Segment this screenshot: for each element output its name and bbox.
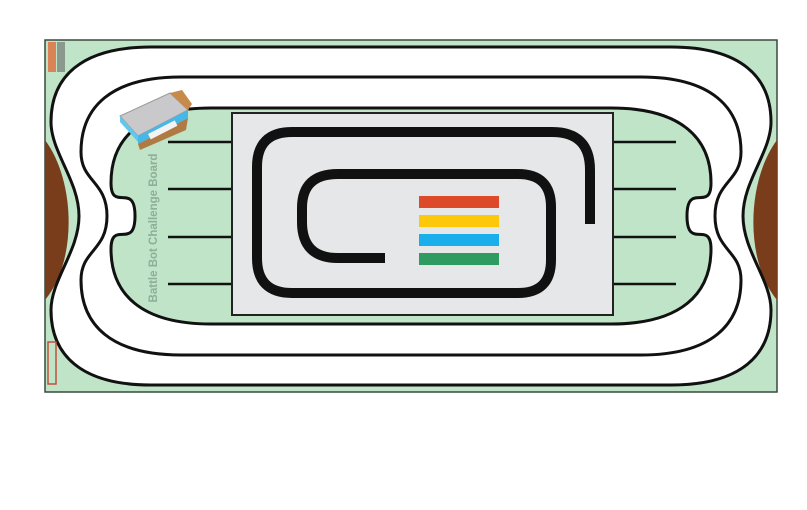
lane-markers bbox=[168, 140, 676, 286]
wood-edge-right bbox=[753, 140, 777, 300]
wood-edge-left bbox=[45, 140, 69, 300]
color-bar-yellow bbox=[419, 215, 499, 227]
logo-badge-icon bbox=[47, 341, 57, 385]
color-bar-red bbox=[419, 196, 499, 208]
center-line-track bbox=[252, 127, 595, 298]
color-bar-green bbox=[419, 253, 499, 265]
color-bars bbox=[419, 196, 499, 265]
board-title: Battle Bot Challenge Board bbox=[148, 154, 160, 303]
building-icon bbox=[119, 90, 192, 150]
logo-icon bbox=[48, 42, 65, 72]
color-bar-blue bbox=[419, 234, 499, 246]
